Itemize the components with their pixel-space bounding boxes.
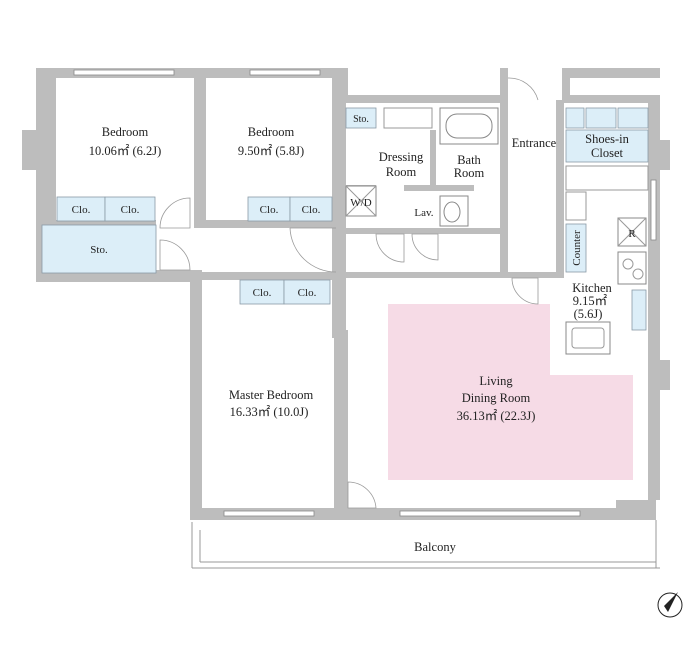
- storage-label-dressing: Sto.: [353, 114, 369, 125]
- room-labels: Bedroom 10.06㎡ (6.2J) Bedroom 9.50㎡ (5.8…: [72, 114, 637, 554]
- closet-label-2: Clo.: [121, 204, 140, 216]
- shoes-closet-name-1: Shoes-in: [585, 132, 630, 146]
- dressing-room-name-1: Dressing: [379, 150, 424, 164]
- windows: [73, 69, 657, 517]
- sanitary-fixtures: [345, 107, 499, 227]
- refrigerator-label: R: [628, 228, 636, 240]
- bedroom-2-area: 9.50㎡ (5.8J): [238, 144, 304, 158]
- kitchen-area-1: 9.15㎡: [573, 294, 608, 308]
- master-bedroom-area: 16.33㎡ (10.0J): [230, 405, 309, 419]
- kitchen-fixtures: [565, 165, 649, 355]
- closet-label-5: Clo.: [253, 287, 272, 299]
- bedroom-1-name: Bedroom: [102, 125, 149, 139]
- kitchen-name: Kitchen: [572, 281, 612, 295]
- closet-label-6: Clo.: [298, 287, 317, 299]
- balcony-outline: [191, 520, 660, 569]
- north-arrow-icon: [657, 592, 683, 618]
- master-bedroom-name: Master Bedroom: [229, 388, 314, 402]
- living-name-1: Living: [479, 374, 513, 388]
- counter-label: Counter: [571, 230, 583, 266]
- dressing-room-name-2: Room: [386, 165, 417, 179]
- storage-label-left: Sto.: [90, 244, 108, 256]
- living-area: 36.13㎡ (22.3J): [457, 409, 536, 423]
- closet-label-3: Clo.: [260, 204, 279, 216]
- bedroom-2-name: Bedroom: [248, 125, 295, 139]
- door-swings: [159, 77, 539, 509]
- living-name-2: Dining Room: [462, 391, 531, 405]
- balcony-label: Balcony: [414, 540, 456, 554]
- living-dining-highlight: [388, 304, 633, 480]
- shoes-closet-name-2: Closet: [591, 146, 623, 160]
- bath-room-name-1: Bath: [457, 153, 481, 167]
- lavatory-label: Lav.: [414, 207, 433, 219]
- bedroom-1-area: 10.06㎡ (6.2J): [89, 144, 162, 158]
- closet-label-1: Clo.: [72, 204, 91, 216]
- closet-label-4: Clo.: [302, 204, 321, 216]
- washer-dryer-label: W/D: [350, 197, 371, 209]
- kitchen-area-2: (5.6J): [574, 307, 603, 321]
- entrance-label: Entrance: [512, 136, 557, 150]
- storage-units: [41, 107, 649, 331]
- bath-room-name-2: Room: [454, 166, 485, 180]
